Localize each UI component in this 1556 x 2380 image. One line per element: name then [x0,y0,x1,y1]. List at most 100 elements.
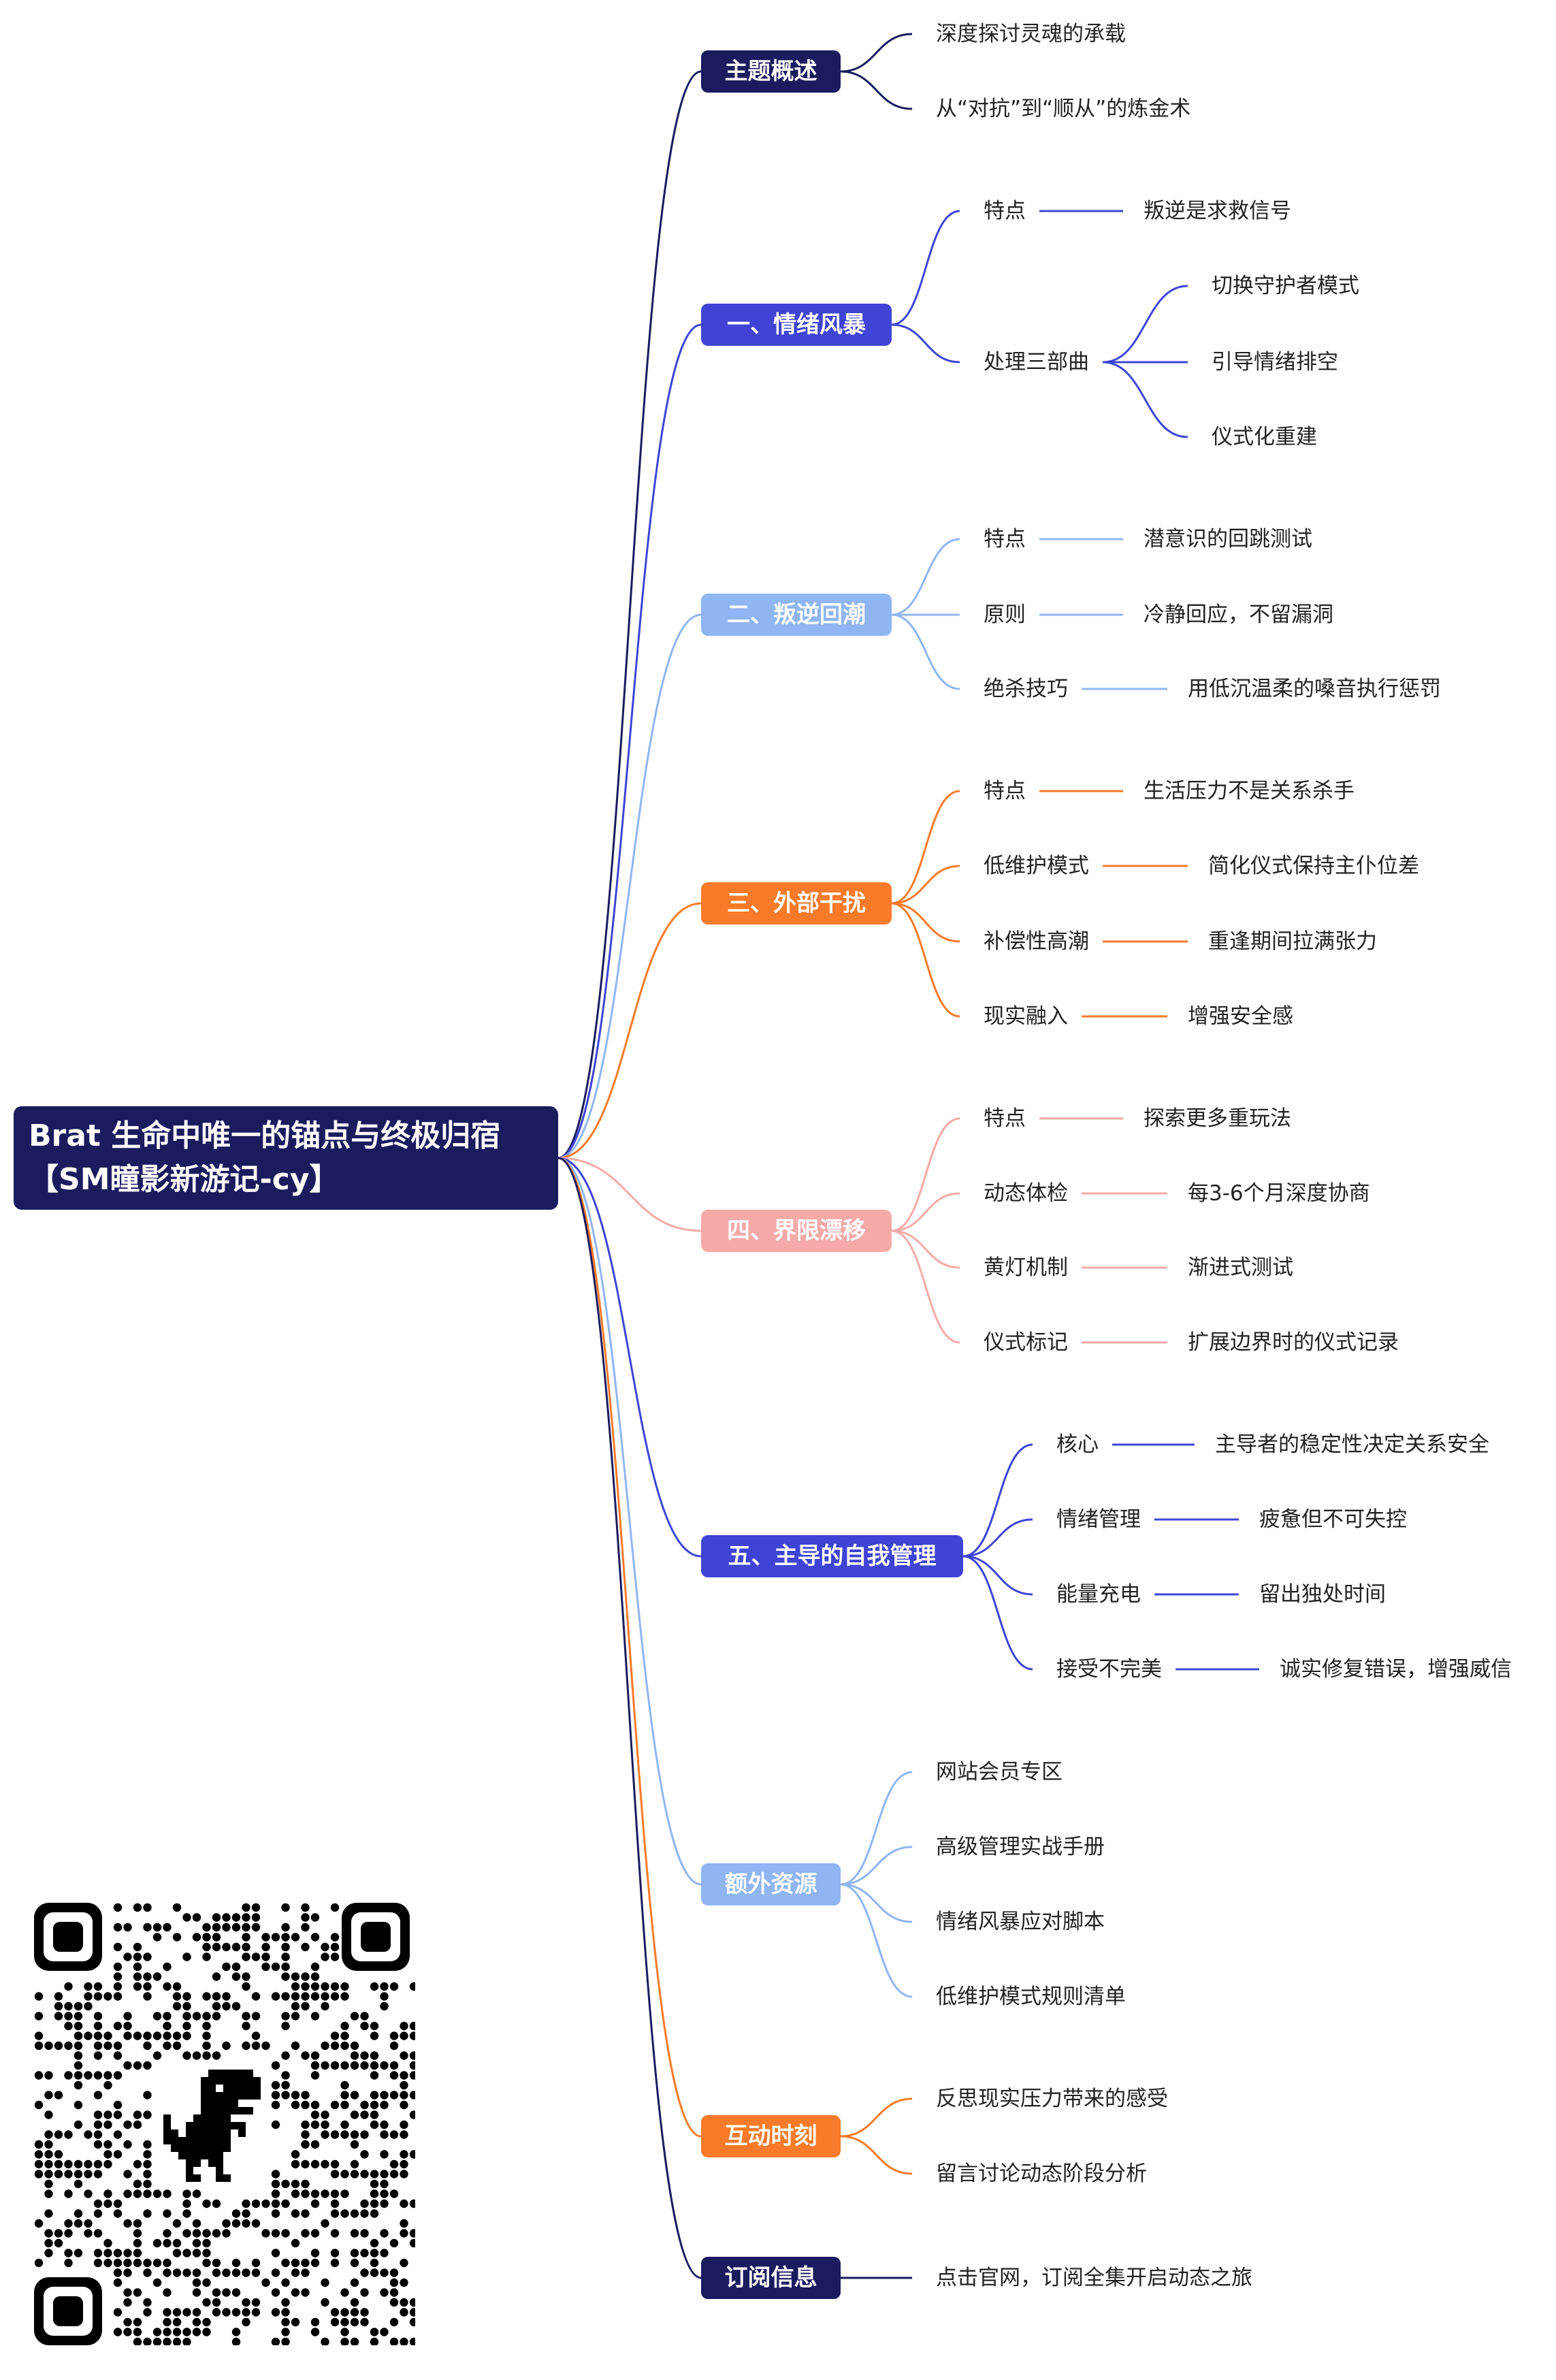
dinosaur-pixel [216,2137,223,2144]
subtopic[interactable]: 核心 [1056,1432,1099,1457]
qr-module [212,2288,221,2297]
qr-module [123,2258,132,2268]
qr-module [281,2258,290,2268]
qr-module [163,2229,172,2238]
qr-module [143,2041,152,2051]
branch-topic[interactable]: 主题概述 [701,50,841,93]
qr-module [202,2229,211,2238]
qr-module [74,2080,83,2090]
branch-topic[interactable]: 四、界限漂移 [701,1210,892,1252]
dinosaur-pixel [193,2137,201,2144]
qr-module [64,1982,73,1991]
leaf-topic[interactable]: 用低沉温柔的嗓音执行惩罚 [1188,677,1441,701]
subtopic[interactable]: 特点 [984,199,1026,223]
qr-module [291,2317,300,2327]
leaf-topic[interactable]: 仪式化重建 [1212,425,1317,449]
subtopic[interactable]: 黄灯机制 [984,1255,1068,1280]
subtopic[interactable]: 仪式标记 [984,1330,1068,1355]
qr-module [34,2140,44,2149]
subtopic[interactable]: 留言讨论动态阶段分析 [936,2161,1147,2186]
qr-module [143,2031,152,2040]
subtopic[interactable]: 动态体检 [984,1181,1068,1206]
branch-topic[interactable]: 五、主导的自我管理 [701,1535,963,1577]
qr-code-icon[interactable] [34,1903,415,2345]
qr-module [143,2159,152,2169]
qr-module [242,1933,250,1942]
qr-module [163,1923,172,1932]
subtopic[interactable]: 接受不完美 [1056,1657,1162,1682]
qr-module [182,2199,191,2208]
qr-module [380,2130,389,2139]
subtopic[interactable]: 情绪管理 [1056,1507,1141,1532]
leaf-topic[interactable]: 潜意识的回跳测试 [1144,527,1312,551]
leaf-topic[interactable]: 切换守护者模式 [1212,274,1359,298]
subtopic[interactable]: 深度探讨灵魂的承载 [936,22,1126,46]
qr-module [54,2001,63,2011]
leaf-topic[interactable]: 引导情绪排空 [1212,350,1338,374]
subtopic[interactable]: 反思现实压力带来的感受 [936,2087,1168,2111]
qr-module [93,2041,103,2051]
qr-module [212,2199,221,2208]
leaf-topic[interactable]: 渐进式测试 [1188,1255,1293,1280]
qr-module [281,2051,290,2060]
subtopic[interactable]: 绝杀技巧 [984,677,1068,701]
subtopic[interactable]: 低维护模式 [984,854,1089,878]
leaf-topic[interactable]: 冷静回应，不留漏洞 [1144,602,1333,627]
qr-module [340,2041,349,2051]
qr-module [321,1942,329,1952]
leaf-topic[interactable]: 叛逆是求救信号 [1144,199,1291,223]
dinosaur-pixel [208,2100,216,2107]
qr-module [64,2219,73,2228]
leaf-topic[interactable]: 留出独处时间 [1259,1582,1386,1607]
subtopic[interactable]: 情绪风暴应对脚本 [936,1910,1105,1934]
subtopic[interactable]: 高级管理实战手册 [936,1835,1105,1859]
subtopic[interactable]: 网站会员专区 [936,1760,1063,1784]
leaf-topic[interactable]: 疲惫但不可失控 [1259,1507,1407,1532]
qr-module [212,1992,221,2001]
qr-module [84,2031,93,2040]
subtopic[interactable]: 特点 [984,1106,1026,1131]
qr-module [113,1942,123,1952]
qr-module [350,2170,359,2178]
leaf-topic[interactable]: 扩展边界时的仪式记录 [1188,1330,1399,1355]
qr-module [34,2100,44,2110]
subtopic[interactable]: 原则 [984,602,1026,627]
subtopic[interactable]: 特点 [984,779,1026,803]
leaf-topic[interactable]: 诚实修复错误，增强威信 [1280,1657,1512,1682]
root-subtitle: 【SM瞳影新游记-cy】 [29,1162,340,1197]
leaf-topic[interactable]: 增强安全感 [1188,1004,1293,1029]
qr-module [310,2051,320,2060]
branch-topic[interactable]: 订阅信息 [701,2257,841,2299]
subtopic[interactable]: 补偿性高潮 [984,929,1089,954]
subtopic[interactable]: 低维护模式规则清单 [936,1984,1126,2009]
subtopic[interactable]: 处理三部曲 [984,350,1089,374]
subtopic[interactable]: 从“对抗”到“顺从”的炼金术 [936,97,1191,121]
qr-module [242,2308,250,2317]
qr-module [389,2278,399,2287]
branch-topic[interactable]: 二、叛逆回潮 [701,594,892,636]
branch-topic[interactable]: 额外资源 [701,1863,841,1905]
qr-module [291,1982,300,1991]
leaf-topic[interactable]: 简化仪式保持主仆位差 [1208,854,1419,878]
leaf-topic[interactable]: 重逢期间拉满张力 [1208,929,1377,954]
subtopic[interactable]: 能量充电 [1056,1582,1141,1607]
branch-topic[interactable]: 三、外部干扰 [701,882,892,924]
qr-module [360,2249,369,2257]
leaf-topic[interactable]: 主导者的稳定性决定关系安全 [1215,1432,1489,1457]
qr-module [242,1972,250,1981]
dinosaur-pixel [208,2085,216,2092]
qr-module [54,2238,63,2248]
root-topic[interactable]: Brat 生命中唯一的锚点与终极归宿 【SM瞳影新游记-cy】 [14,1106,558,1210]
leaf-topic[interactable]: 探索更多重玩法 [1144,1106,1291,1131]
branch-topic[interactable]: 一、情绪风暴 [701,304,892,346]
qr-module [44,2189,53,2198]
leaf-topic[interactable]: 每3-6个月深度协商 [1188,1181,1370,1206]
qr-module [271,1962,280,1972]
branch-topic[interactable]: 互动时刻 [701,2115,841,2157]
subtopic[interactable]: 现实融入 [984,1004,1068,1029]
qr-module [291,2041,300,2051]
qr-module [93,2229,103,2238]
subtopic[interactable]: 点击官网，订阅全集开启动态之旅 [936,2266,1252,2290]
subtopic[interactable]: 特点 [984,527,1026,551]
leaf-topic[interactable]: 生活压力不是关系杀手 [1144,779,1355,803]
